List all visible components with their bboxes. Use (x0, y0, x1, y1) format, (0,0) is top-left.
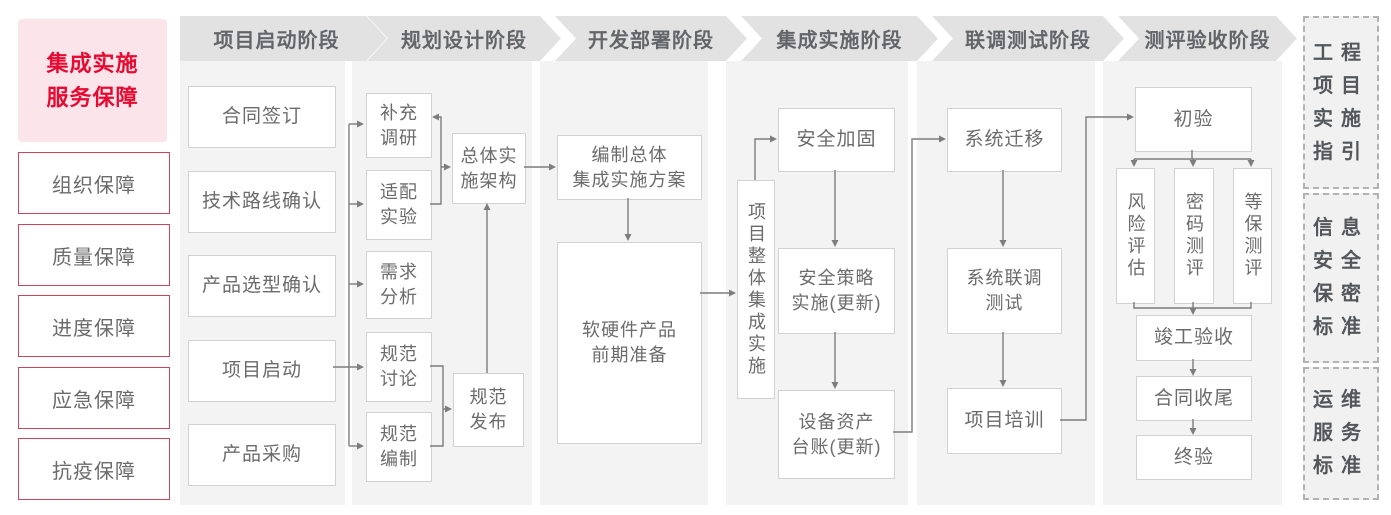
box-requirement-analysis: 需求 分析 (366, 251, 432, 319)
sidebar-item-schedule-guarantee: 进度保障 (18, 295, 170, 357)
tag-om-service-standard: 运维 服务 标准 (1303, 367, 1379, 500)
box-hw-sw-product-preparation: 软硬件产品 前期准备 (557, 242, 702, 444)
box-overall-impl-architecture: 总体实 施架构 (452, 133, 526, 204)
box-adaptation-test: 适配 实验 (366, 170, 432, 240)
box-product-selection-confirm: 产品选型确认 (188, 255, 336, 317)
box-security-policy-implementation: 安全策略 实施(更新) (778, 248, 895, 334)
phase-header-integration-impl: 集成实施阶段 (741, 16, 938, 61)
box-project-kickoff: 项目启动 (188, 340, 336, 402)
box-completion-acceptance: 竣工验收 (1136, 315, 1252, 361)
box-contract-closure: 合同收尾 (1136, 376, 1252, 421)
box-spec-release: 规范 发布 (453, 373, 524, 447)
box-risk-assessment: 风险评估 (1116, 168, 1155, 304)
sidebar-item-epidemic-guarantee: 抗疫保障 (18, 438, 170, 500)
box-final-acceptance: 终验 (1136, 435, 1252, 480)
box-contract-signing: 合同签订 (188, 86, 336, 148)
phase-header-eval-acceptance: 测评验收阶段 (1118, 16, 1297, 61)
box-classified-protection-evaluation: 等保测评 (1233, 168, 1272, 304)
box-system-joint-testing: 系统联调 测试 (947, 248, 1062, 334)
sidebar-item-organization-guarantee: 组织保障 (18, 152, 170, 214)
sidebar-item-quality-guarantee: 质量保障 (18, 224, 170, 286)
box-product-procurement: 产品采购 (188, 424, 336, 486)
sidebar-title-integration-service-guarantee: 集成实施 服务保障 (18, 19, 167, 142)
phase-header-dev-deployment: 开发部署阶段 (555, 16, 747, 61)
box-spec-drafting: 规范 编制 (366, 412, 432, 482)
box-compile-overall-integration-plan: 编制总体 集成实施方案 (557, 135, 702, 200)
phase-header-project-kickoff: 项目启动阶段 (180, 16, 387, 61)
box-project-training: 项目培训 (947, 388, 1062, 454)
box-equipment-asset-ledger: 设备资产 台账(更新) (778, 390, 895, 479)
tag-info-security-confidentiality-standard: 信息 安全 保密 标准 (1303, 193, 1379, 363)
box-security-hardening: 安全加固 (778, 108, 895, 172)
sidebar-item-emergency-guarantee: 应急保障 (18, 367, 170, 429)
phase-header-planning-design: 规划设计阶段 (367, 16, 561, 61)
box-system-migration: 系统迁移 (947, 108, 1062, 172)
box-initial-acceptance: 初验 (1135, 87, 1252, 152)
phase-header-joint-testing: 联调测试阶段 (932, 16, 1124, 61)
box-crypto-evaluation: 密码测评 (1174, 168, 1214, 304)
box-overall-project-integration: 项目整体集成实施 (737, 180, 775, 399)
box-supplementary-research: 补充 调研 (366, 93, 432, 158)
box-spec-discussion: 规范 讨论 (366, 332, 432, 402)
tag-project-implementation-guide: 工程 项目 实施 指引 (1303, 16, 1379, 189)
box-tech-route-confirm: 技术路线确认 (188, 171, 336, 233)
